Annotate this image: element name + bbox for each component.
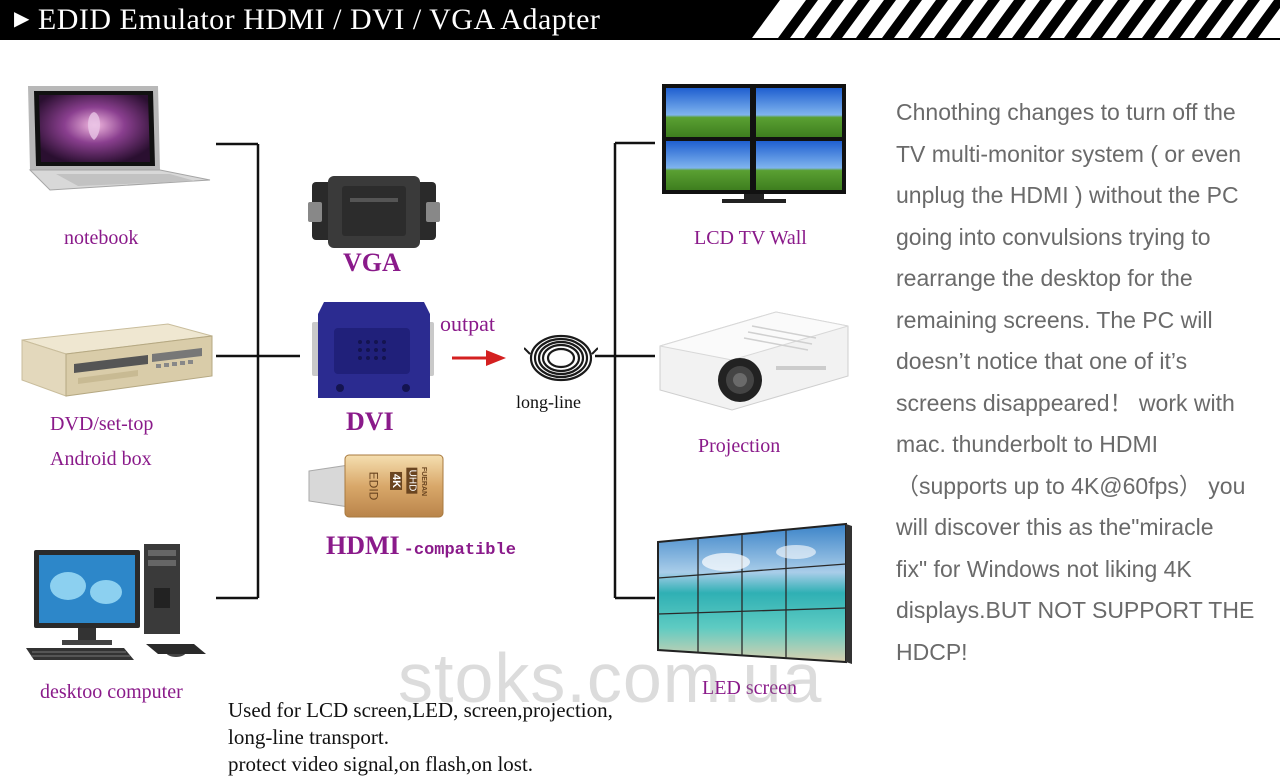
description-paragraph: Chnothing changes to turn off the TV mul… — [896, 92, 1272, 673]
led-screen-label: LED screen — [702, 677, 797, 699]
play-icon: ▶ — [14, 8, 30, 30]
notebook-image — [28, 86, 211, 191]
output-label: outpat — [440, 311, 495, 336]
hdmi-compatible-label: -compatible — [403, 541, 516, 560]
dvd-label-line1: DVD/set-top — [50, 413, 154, 435]
usage-line: long-line transport. — [228, 725, 389, 749]
usage-line: Used for LCD screen,LED, screen,projecti… — [228, 698, 613, 722]
dvi-adapter-image — [312, 302, 434, 398]
led-screen-wall-image — [657, 522, 852, 664]
notebook-label: notebook — [64, 227, 139, 249]
projector-image — [659, 311, 849, 411]
tv-wall-label: LCD TV Wall — [694, 227, 807, 249]
cable-label: long-line — [516, 392, 581, 412]
title-banner — [0, 0, 1280, 40]
description-line: screens disappeared！ work with — [896, 389, 1235, 416]
hdmi-adapter: EDID 4K UHD FUERAN — [305, 453, 447, 519]
description-line: HDCP! — [896, 638, 968, 665]
hdmi-chip-uhd: UHD — [406, 467, 418, 494]
description-line: rearrange the desktop for the — [896, 265, 1193, 291]
description-line: mac. thunderbolt to HDMI — [896, 431, 1159, 457]
description-line: TV multi-monitor system ( or even — [896, 140, 1242, 167]
hdmi-label: HDMI — [326, 531, 400, 560]
description-line: doesn’t notice that one of it’s — [896, 348, 1188, 374]
description-line: going into convulsions trying to — [896, 223, 1211, 250]
description-line: will discover this as the"miracle — [896, 514, 1214, 540]
description-line: unplug the HDMI ) without the PC — [896, 182, 1239, 208]
dvd-player-image — [21, 323, 213, 397]
output-arrow-icon — [452, 350, 506, 366]
watermark-text: stoks.com.ua — [398, 639, 823, 717]
dvi-label: DVI — [346, 407, 394, 436]
usage-notes: Used for LCD screen,LED, screen,projecti… — [228, 697, 613, 778]
projection-label: Projection — [698, 435, 781, 457]
description-line: Chnothing changes to turn off the — [896, 99, 1236, 125]
hdmi-chip-edid: EDID — [366, 471, 381, 501]
hdmi-label-group: HDMI -compatible — [326, 531, 516, 561]
lcd-tv-wall-image — [662, 84, 846, 203]
hdmi-chip-res: 4K — [390, 471, 403, 491]
description-line: remaining screens. The PC will — [896, 306, 1213, 333]
dvd-label-line2: Android box — [50, 448, 152, 470]
vga-adapter-image — [308, 176, 440, 248]
hdmi-chip-brand: FUERAN — [420, 466, 428, 497]
description-line: displays.BUT NOT SUPPORT THE — [896, 597, 1255, 623]
cable-coil-image — [524, 334, 598, 382]
desktop-computer-image — [26, 544, 206, 660]
vga-label: VGA — [343, 248, 401, 277]
page-title: ▶EDID Emulator HDMI / DVI / VGA Adapter — [14, 3, 601, 36]
description-line: fix" for Windows not liking 4K — [896, 555, 1192, 582]
description-line: （supports up to 4K@60fps） you — [896, 472, 1246, 499]
usage-line: protect video signal,on flash,on lost. — [228, 752, 534, 776]
desktop-label: desktoo computer — [40, 681, 183, 703]
